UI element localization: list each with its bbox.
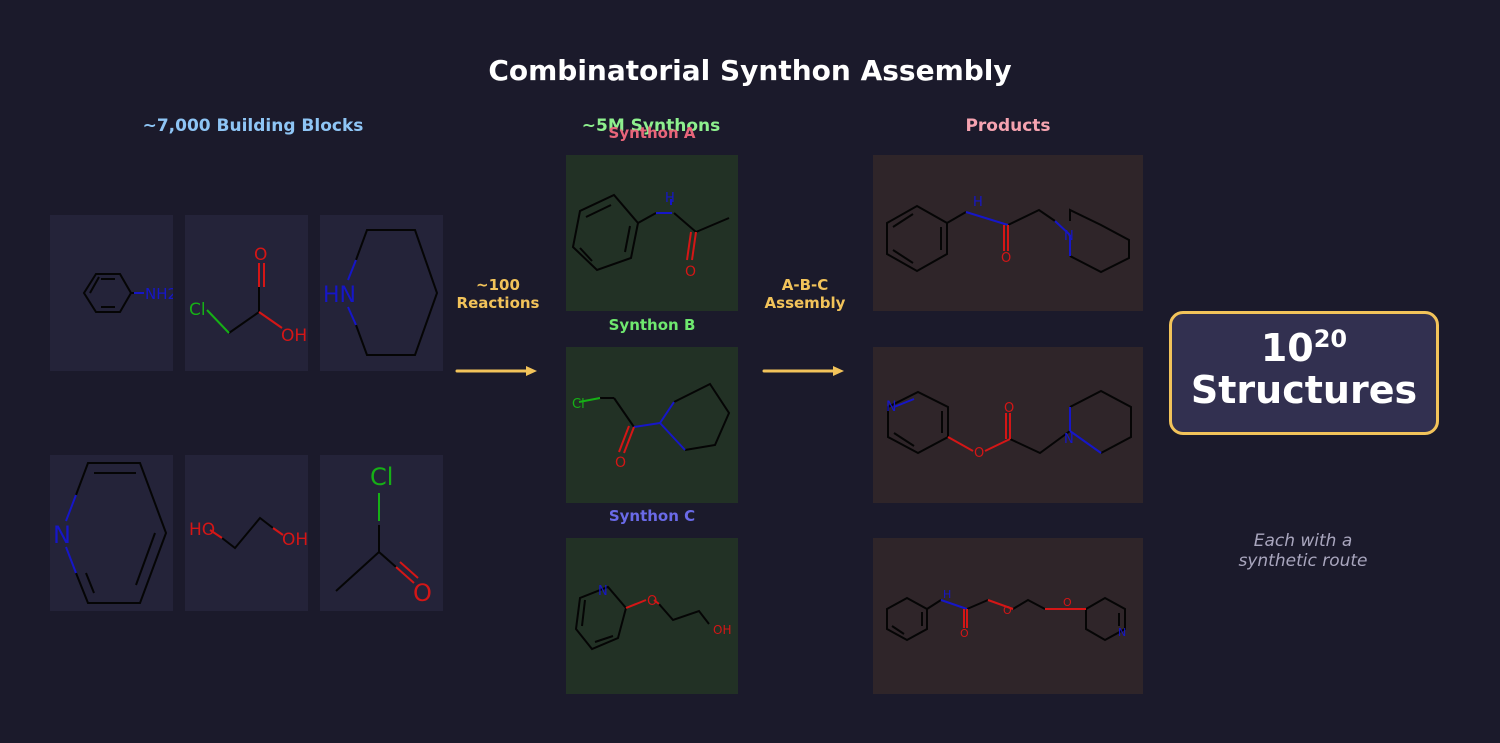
synthons-header: ~5M Synthons xyxy=(581,116,721,136)
synthon-b-structure: Cl O xyxy=(566,347,738,503)
carbonyl-oxygen-label: O xyxy=(413,579,432,607)
product-2-pyridine-n-label: N xyxy=(886,399,896,415)
acyl-chlorine-label: Cl xyxy=(370,463,393,491)
count-base: 10 xyxy=(1260,326,1314,370)
building-block-aniline: NH2 xyxy=(50,215,173,371)
nh-h-label: H xyxy=(665,191,675,206)
reactions-word: Reactions xyxy=(456,294,540,312)
product-structure-1: H N O xyxy=(873,155,1143,311)
oxygen-atom-label: O xyxy=(254,245,267,265)
chlorine-atom-label: Cl xyxy=(189,300,206,320)
synthon-c-n-label: N xyxy=(598,584,608,599)
product-3-pyridine-n-label: N xyxy=(1118,626,1126,639)
product-1-n-label: N xyxy=(1064,229,1074,244)
building-block-piperidine: HN xyxy=(320,215,443,371)
product-3-nh-label: H xyxy=(943,588,951,601)
synthon-c-structure: O OH N xyxy=(566,538,738,694)
reactions-count: ~100 xyxy=(476,276,520,294)
product-structure-3: H O O O N xyxy=(873,538,1143,694)
hydroxyl-atom-label: OH xyxy=(281,326,307,346)
product-3-carbonyl-o-label: O xyxy=(960,627,969,640)
note-line-2: synthetic route xyxy=(1238,551,1368,571)
synthon-a-label: Synthon A xyxy=(608,124,696,142)
product-3-ether-o-1-label: O xyxy=(1003,604,1012,617)
building-block-chloroacetic-acid: O OH Cl xyxy=(185,215,308,371)
building-block-pyridine: N xyxy=(50,455,173,611)
product-1-o-label: O xyxy=(1001,251,1011,266)
ho-atom-label: HO xyxy=(189,520,215,540)
note-line-1: Each with a xyxy=(1253,531,1353,551)
structures-count-box: 1020 Structures xyxy=(1169,311,1439,435)
synthon-a-oxygen-label: O xyxy=(685,264,696,280)
arrow-right-icon xyxy=(455,366,537,376)
building-blocks-header: ~7,000 Building Blocks xyxy=(142,116,364,136)
oh-atom-label: OH xyxy=(282,530,308,550)
product-2-ether-o-label: O xyxy=(974,446,984,461)
hn-atom-label: HN xyxy=(323,283,356,308)
building-block-acetyl-chloride: Cl O xyxy=(320,455,443,611)
assembly-word: Assembly xyxy=(764,294,846,312)
product-2-piperidine-n-label: N xyxy=(1064,432,1074,447)
synthon-c-hydroxyl-label: OH xyxy=(713,623,731,637)
nh2-atom-label: NH2 xyxy=(145,285,173,303)
product-structure-2: N O O N xyxy=(873,347,1143,503)
product-3-ether-o-2-label: O xyxy=(1063,596,1072,609)
reactions-label: ~100 Reactions xyxy=(448,276,548,312)
products-header: Products xyxy=(965,116,1051,136)
product-1-nh-label: H xyxy=(973,195,983,210)
ether-oxygen-label: O xyxy=(647,594,657,609)
synthon-b-oxygen-label: O xyxy=(615,455,626,471)
product-2-carbonyl-o-label: O xyxy=(1004,401,1014,416)
assembly-code: A-B-C xyxy=(781,276,829,294)
page-title: Combinatorial Synthon Assembly xyxy=(488,54,1012,87)
arrow-right-icon xyxy=(762,366,844,376)
assembly-label: A-B-C Assembly xyxy=(755,276,855,312)
structures-count: 1020 xyxy=(1172,325,1436,370)
structures-word: Structures xyxy=(1190,368,1418,412)
synthetic-route-note: Each with a synthetic route xyxy=(1203,531,1403,571)
synthon-b-chlorine-label: Cl xyxy=(572,397,585,412)
synthon-a-structure: H O xyxy=(566,155,738,311)
synthon-c-label: Synthon C xyxy=(608,507,696,525)
synthon-b-label: Synthon B xyxy=(608,316,696,334)
count-exponent: 20 xyxy=(1313,325,1348,353)
building-block-ethylene-glycol: HO OH xyxy=(185,455,308,611)
pyridine-n-label: N xyxy=(53,521,71,549)
